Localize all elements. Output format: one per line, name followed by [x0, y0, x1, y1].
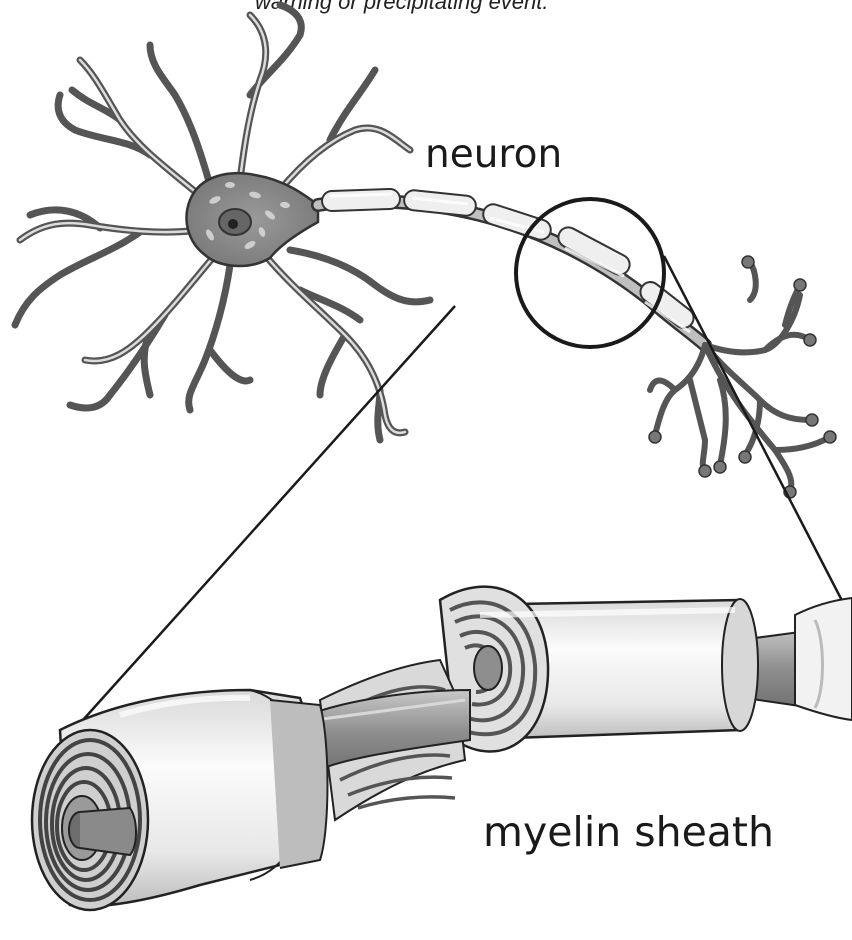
label-neuron: neuron: [425, 132, 562, 177]
myelin-segments: [322, 189, 698, 332]
nucleolus: [228, 219, 238, 229]
axon-terminals: [649, 256, 836, 498]
label-myelin-sheath: myelin sheath: [483, 808, 774, 856]
myelin-sheath-enlarged: [32, 587, 852, 910]
